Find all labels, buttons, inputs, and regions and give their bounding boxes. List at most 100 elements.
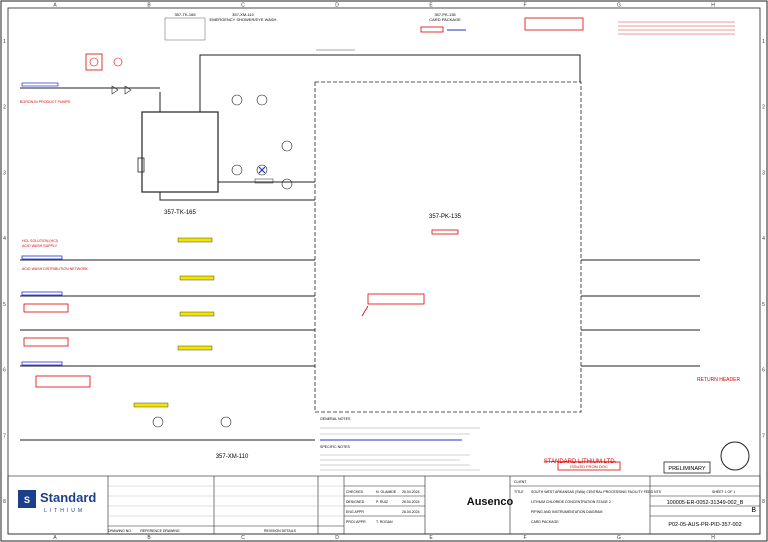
- shower-yellow-tag: [133, 402, 169, 408]
- issued-from-text: ISSUED FROM DOC: [570, 464, 608, 469]
- scale-value: NTS: [654, 490, 662, 494]
- grid-row-label: 2: [762, 105, 765, 111]
- grid-column-label: F: [523, 535, 526, 541]
- reference-drawing-header: REFERENCE DRAWING: [140, 529, 180, 533]
- sheet-number: SHEET 1 OF 1: [712, 490, 735, 494]
- right-service-lines: [581, 259, 700, 367]
- title-line-4: CARD PACKAGE: [531, 520, 559, 524]
- yellow-highlight-tags: [177, 237, 215, 351]
- package-boundary: [314, 81, 582, 413]
- grid-row-label: 5: [3, 302, 6, 308]
- instrument-red-box: [85, 53, 103, 71]
- title-line-1: SOUTH WEST ARKANSAS (SWA) CENTRAL PROCES…: [531, 490, 654, 494]
- designed-date: 26.04.2024: [402, 500, 420, 504]
- eng-appr-label: ENG APPR: [346, 510, 364, 514]
- grid-row-label: 4: [762, 236, 765, 242]
- title-line-2: LITHIUM CHLORIDE CONCENTRATION STAGE 2: [531, 500, 611, 504]
- checked-date: 26.04.2024: [402, 490, 420, 494]
- left-service-lines: [20, 259, 315, 367]
- grid-column-label: G: [617, 535, 621, 541]
- safety-seal-icon: [720, 441, 750, 471]
- line-number-tag: [254, 178, 274, 184]
- package-red-markup: [431, 229, 459, 235]
- grid-column-label: D: [335, 535, 339, 541]
- red-markup-note-box: [524, 17, 584, 31]
- grid-column-label: F: [523, 3, 526, 9]
- doc-number: 100005-ER-0052-31349-002_B: [667, 500, 744, 506]
- logo-mark-letter: S: [24, 495, 30, 505]
- grid-row-label: 3: [3, 170, 6, 176]
- grid-row-label: 7: [762, 433, 765, 439]
- grid-column-label: H: [711, 3, 715, 9]
- package-red-arrow: [361, 305, 369, 317]
- title-line-3: PIPING AND INSTRUMENTATION DIAGRAM: [531, 510, 603, 514]
- grid-column-label: B: [147, 3, 151, 9]
- shower-instrument-bubble: [152, 416, 164, 428]
- grid-column-label: C: [241, 535, 245, 541]
- grid-row-label: 3: [762, 170, 765, 176]
- instrument-red-circle-2: [113, 57, 123, 67]
- company-sub-text: LITHIUM: [44, 508, 85, 514]
- client-doc-number: P02-05-AUS-PR-PID-357-002: [668, 522, 741, 528]
- notes-text-lines: [320, 427, 480, 471]
- package-tag: 357-PK-135: [429, 214, 462, 220]
- checked-name: N. OLAMIDE: [376, 490, 397, 494]
- grid-row-label: 1: [3, 39, 6, 45]
- proj-appr-label: PROJ APPR: [346, 520, 366, 524]
- shower-tag: 357-XM-110: [216, 454, 249, 460]
- grid-column-label: G: [617, 3, 621, 9]
- check-valve-icon: [111, 85, 119, 95]
- blue-cross-markup-icon: [258, 166, 266, 174]
- eng-appr-date: 26.04.2024: [402, 510, 420, 514]
- designed-name: P. RUIZ: [376, 500, 389, 504]
- feed-line-tag: [21, 82, 59, 87]
- top-package-name: CARD PACKAGE: [429, 17, 461, 22]
- top-tank-tag: 357-TK-165: [174, 12, 196, 17]
- acid-wash-label: ACID WASH SUPPLY: [22, 244, 58, 248]
- designed-label: DESIGNED: [346, 500, 365, 504]
- top-shower-name: EMERGENCY SHOWER/EYE WASH: [210, 17, 277, 22]
- consultant-logo-text: Ausenco: [467, 496, 514, 508]
- proj-appr-name: T. ROGAN: [376, 520, 393, 524]
- grid-row-label: 6: [762, 368, 765, 374]
- top-package-tag: 357-PK-135: [434, 12, 456, 17]
- tank-callout-box: [164, 17, 206, 41]
- grid-column-label: A: [53, 3, 57, 9]
- left-blue-markups: [21, 255, 63, 366]
- issued-from-box: [557, 461, 621, 471]
- status-text: PRELIMINARY: [668, 466, 706, 472]
- tank-vessel: [141, 111, 219, 193]
- gate-valve-icon: [124, 85, 132, 95]
- revision-details-header: REVISION DETAILS: [264, 529, 297, 533]
- top-shower-tag: 357-XM-110: [232, 12, 254, 17]
- grid-column-label: E: [429, 3, 433, 9]
- hcl-label: HCL SOLUTION (HCl): [22, 239, 58, 243]
- grid-row-label: 8: [3, 499, 6, 505]
- package-red-box: [367, 293, 425, 305]
- grid-row-label: 2: [3, 105, 6, 111]
- title-label: TITLE: [514, 490, 524, 494]
- shower-instrument-bubble-2: [220, 416, 232, 428]
- acid-wash-network-label: ACID WASH DISTRIBUTION NETWORK: [22, 267, 89, 271]
- tank-tag: 357-TK-165: [164, 210, 196, 216]
- tank-manway: [137, 157, 145, 173]
- company-logo-text: Standard: [40, 490, 96, 505]
- standard-logo-mark: [18, 490, 36, 508]
- drawing-no-header: DRAWING NO.: [108, 529, 132, 533]
- checked-label: CHECKED: [346, 490, 364, 494]
- status-box: [663, 461, 711, 474]
- general-notes-heading: GENERAL NOTES: [320, 417, 351, 421]
- grid-row-label: 1: [762, 39, 765, 45]
- grid-row-label: 6: [3, 368, 6, 374]
- title-block-frame: [7, 475, 761, 535]
- grid-column-label: C: [241, 3, 245, 9]
- boron-pumps-label: BORON IN PRODUCT PUMPS: [20, 100, 71, 104]
- grid-column-label: A: [53, 535, 57, 541]
- grid-row-label: 4: [3, 236, 6, 242]
- specific-notes-heading: SPECIFIC NOTES: [320, 445, 351, 449]
- tank-outlet-line: [159, 192, 315, 201]
- red-markup-cloud: [420, 26, 444, 33]
